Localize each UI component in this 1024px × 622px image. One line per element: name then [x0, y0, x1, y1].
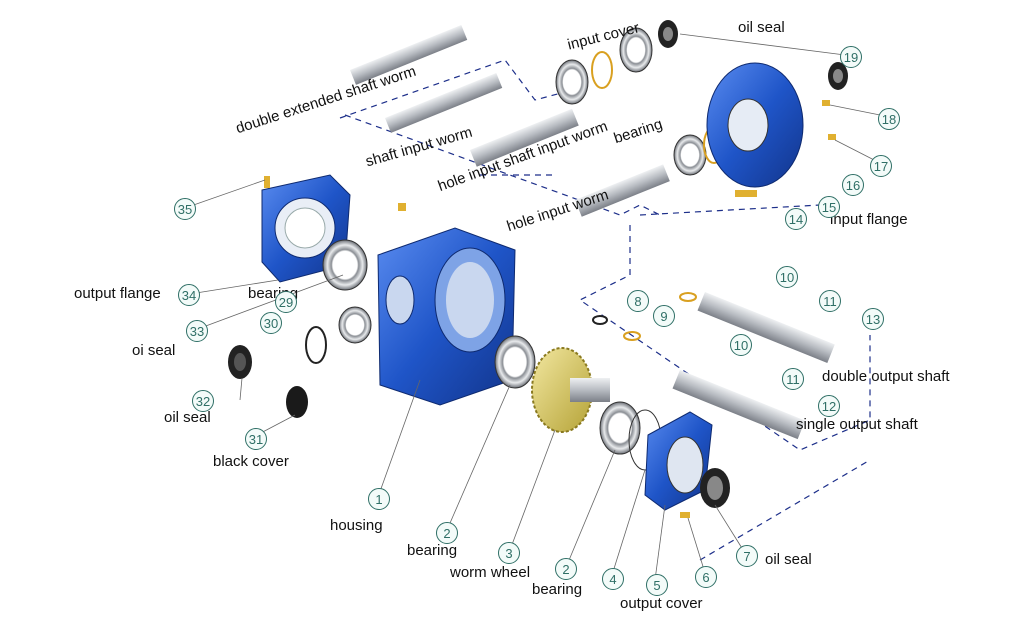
- callout-35: 35: [174, 198, 196, 220]
- callout-31: 31: [245, 428, 267, 450]
- callout-17: 17: [870, 155, 892, 177]
- callout-15: 15: [818, 196, 840, 218]
- callout-11a: 11: [819, 290, 841, 312]
- callout-29: 29: [275, 291, 297, 313]
- label-oil-seal-top: oil seal: [738, 19, 785, 36]
- callout-18: 18: [878, 108, 900, 130]
- input-cover-part: [555, 20, 848, 197]
- callout-30: 30: [260, 312, 282, 334]
- label-oi-seal: oi seal: [132, 342, 176, 359]
- label-housing: housing: [330, 517, 383, 534]
- output-shafts: [592, 292, 835, 440]
- label-black-cover: black cover: [213, 453, 289, 470]
- housing-part: [377, 227, 516, 406]
- label-oil-seal-7: oil seal: [765, 551, 812, 568]
- callout-2b: 2: [555, 558, 577, 580]
- worm-wheel-part: [494, 335, 662, 471]
- callout-11b: 11: [782, 368, 804, 390]
- label-bearing-2a: bearing: [407, 542, 458, 559]
- left-rings: [228, 176, 406, 418]
- callout-1: 1: [368, 488, 390, 510]
- label-input-flange: input flange: [830, 211, 908, 228]
- label-double-output-shaft: double output shaft: [822, 368, 950, 385]
- callout-32: 32: [192, 390, 214, 412]
- callout-16: 16: [842, 174, 864, 196]
- label-output-flange: output flange: [74, 285, 161, 302]
- callout-10b: 10: [730, 334, 752, 356]
- callout-2a: 2: [436, 522, 458, 544]
- callout-9: 9: [653, 305, 675, 327]
- callout-7: 7: [736, 545, 758, 567]
- callout-4: 4: [602, 568, 624, 590]
- callout-33: 33: [186, 320, 208, 342]
- label-output-cover: output cover: [620, 595, 703, 612]
- label-bearing-2b: bearing: [532, 581, 583, 598]
- input-worms: [350, 25, 670, 217]
- callout-34: 34: [178, 284, 200, 306]
- output-cover-part: [644, 411, 730, 518]
- callout-5: 5: [646, 574, 668, 596]
- callout-19: 19: [840, 46, 862, 68]
- callout-6: 6: [695, 566, 717, 588]
- label-oil-seal-left: oil seal: [164, 409, 211, 426]
- callout-14: 14: [785, 208, 807, 230]
- callout-13: 13: [862, 308, 884, 330]
- callout-8: 8: [627, 290, 649, 312]
- callout-12: 12: [818, 395, 840, 417]
- label-worm-wheel: worm wheel: [450, 564, 531, 581]
- guide-lines: [339, 59, 871, 561]
- callout-3: 3: [498, 542, 520, 564]
- callout-10a: 10: [776, 266, 798, 288]
- label-single-output-shaft: single output shaft: [796, 416, 918, 433]
